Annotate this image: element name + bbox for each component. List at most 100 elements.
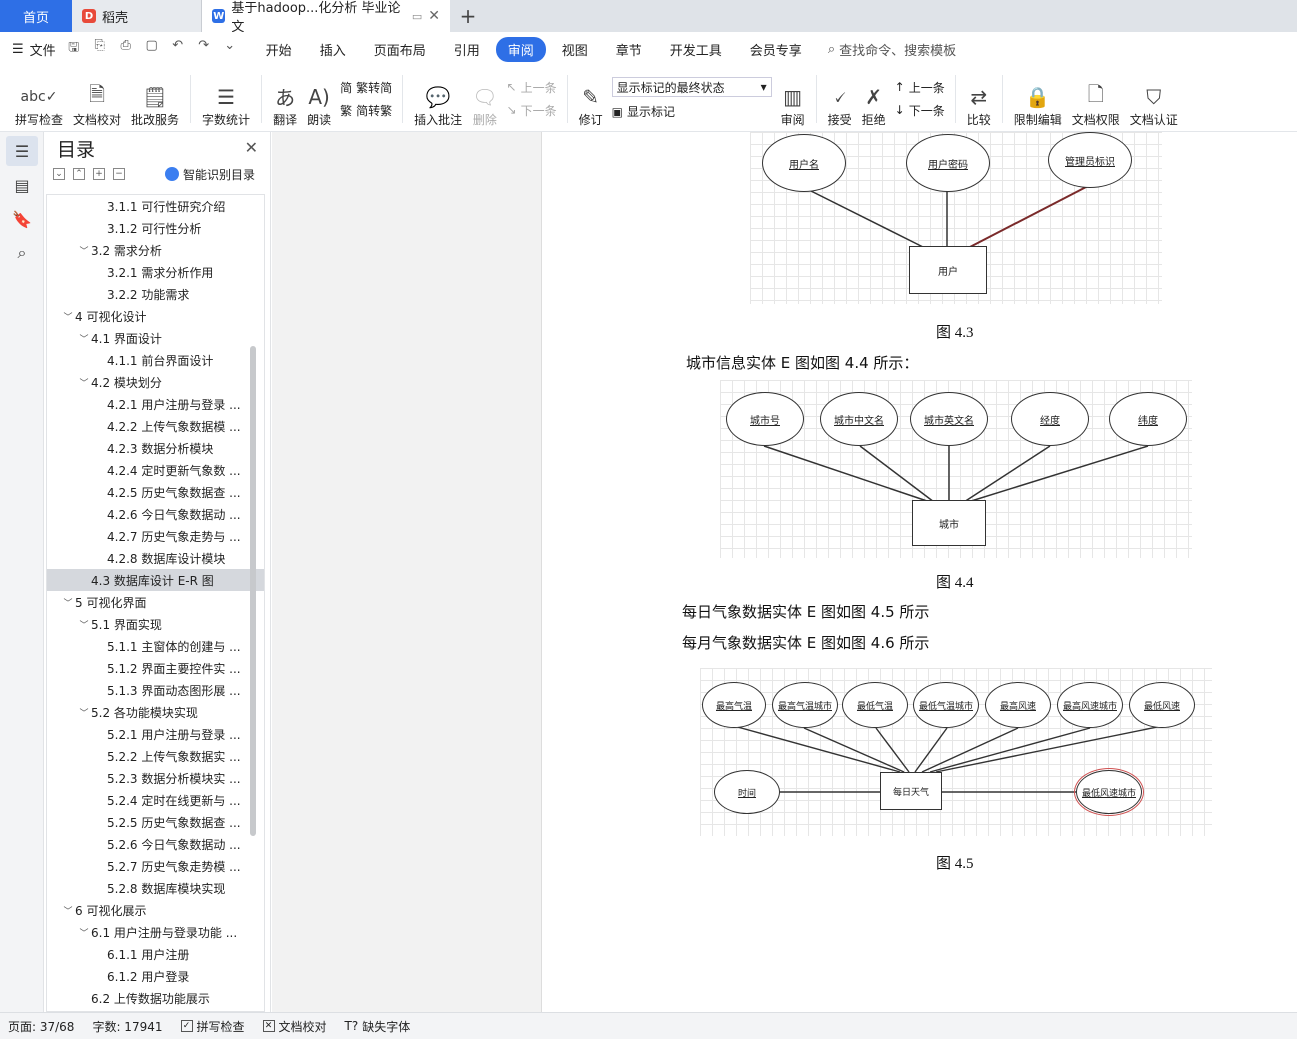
new-tab-button[interactable]: + [459, 4, 477, 28]
toc-item[interactable]: 4.3 数据库设计 E-R 图 [47, 569, 264, 591]
show-markup-button[interactable]: ▣显示标记 [612, 103, 772, 120]
file-menu[interactable]: ☰ 文件 [12, 40, 56, 59]
chevron-down-icon[interactable]: ﹀ [79, 378, 89, 389]
toc-item[interactable]: 3.1.1 可行性研究介绍 [47, 195, 264, 217]
toc-item[interactable]: 5.1.2 界面主要控件实 ... [47, 657, 264, 679]
menu-developer[interactable]: 开发工具 [669, 43, 722, 59]
toc-item[interactable]: 6.2 上传数据功能展示 [47, 987, 264, 1009]
collapse-all-icon[interactable]: ⌃ [73, 168, 85, 180]
bookmark-icon[interactable]: 🔖 [12, 209, 32, 229]
chevron-down-icon[interactable]: ﹀ [63, 312, 73, 323]
toc-item[interactable]: 6.1.2 用户登录 [47, 965, 264, 987]
tab-document[interactable]: W 基于hadoop...化分析 毕业论文 ▭ ✕ [202, 0, 450, 35]
translate-button[interactable]: あ翻译 [268, 70, 302, 128]
prev-change-button[interactable]: ↑上一条 [895, 79, 945, 96]
chevron-down-icon[interactable]: ﹀ [79, 246, 89, 257]
menu-start[interactable]: 开始 [265, 43, 292, 59]
doc-certify-button[interactable]: ⛉文档认证 [1125, 70, 1183, 128]
toc-item[interactable]: 3.1.2 可行性分析 [47, 217, 264, 239]
toc-item[interactable]: ﹀6 可视化展示 [47, 899, 264, 921]
toc-item[interactable]: 4.2.8 数据库设计模块 [47, 547, 264, 569]
toc-item[interactable]: 5.2.4 定时在线更新与 ... [47, 789, 264, 811]
chevron-down-icon[interactable]: ﹀ [63, 906, 73, 917]
word-count-button[interactable]: ☰字数统计 [197, 70, 255, 128]
status-doc-proof[interactable]: ✕文档校对 [262, 1018, 327, 1035]
toc-item[interactable]: 5.1.3 界面动态图形展 ... [47, 679, 264, 701]
save-icon[interactable]: 🖫 [68, 40, 80, 55]
toc-item[interactable]: 5.2.8 数据库模块实现 [47, 877, 264, 899]
expand-all-icon[interactable]: ⌄ [53, 168, 65, 180]
simp-to-trad-button[interactable]: 繁简转繁 [340, 102, 392, 119]
add-level-icon[interactable]: + [93, 168, 105, 180]
toc-item[interactable]: ﹀4.1 界面设计 [47, 327, 264, 349]
search-icon[interactable]: ⌕ [17, 243, 27, 262]
word-count-indicator[interactable]: 字数: 17941 [92, 1019, 163, 1034]
menu-review[interactable]: 审阅 [495, 36, 546, 62]
close-tab-icon[interactable]: ✕ [428, 8, 440, 24]
toc-item[interactable]: ﹀4 可视化设计 [47, 305, 264, 327]
spell-check-button[interactable]: abc✓拼写检查 [10, 70, 68, 128]
toc-item[interactable]: 4.2.2 上传气象数据模 ... [47, 415, 264, 437]
redo-icon[interactable]: ↷ [198, 38, 210, 53]
reject-button[interactable]: ✗拒绝 [857, 70, 891, 128]
read-aloud-button[interactable]: A)朗读 [302, 70, 336, 128]
delete-comment-button[interactable]: 🗨删除 [467, 70, 502, 128]
menu-section[interactable]: 章节 [615, 43, 642, 59]
menu-insert[interactable]: 插入 [319, 43, 346, 59]
menu-member[interactable]: 会员专享 [749, 43, 802, 59]
insert-comment-button[interactable]: 💬插入批注 [409, 70, 467, 128]
batch-service-button[interactable]: 🗒批改服务 [126, 70, 184, 128]
markup-mode-select[interactable]: 显示标记的最终状态▾ [611, 77, 772, 97]
toc-item[interactable]: 4.2.4 定时更新气象数 ... [47, 459, 264, 481]
chevron-down-icon[interactable]: ﹀ [79, 334, 89, 345]
chevron-down-icon[interactable]: ﹀ [79, 708, 89, 719]
revise-button[interactable]: ✎修订 [574, 70, 608, 128]
toc-item[interactable]: 5.2.3 数据分析模块实 ... [47, 767, 264, 789]
toc-item[interactable]: 4.2.1 用户注册与登录 ... [47, 393, 264, 415]
next-change-button[interactable]: ↓下一条 [895, 102, 945, 119]
doc-proof-button[interactable]: 🗎文档校对 [68, 70, 126, 128]
chevron-down-icon[interactable]: ﹀ [63, 598, 73, 609]
doc-permission-button[interactable]: 🗋文档权限 [1067, 70, 1125, 128]
chevron-down-icon[interactable]: ﹀ [79, 928, 89, 939]
status-missing-font[interactable]: T?缺失字体 [345, 1018, 411, 1035]
compare-button[interactable]: ⇄比较 [962, 70, 996, 128]
restrict-edit-button[interactable]: 🔒限制编辑 [1009, 70, 1067, 128]
toc-item[interactable]: 3.2.1 需求分析作用 [47, 261, 264, 283]
toc-scrollbar[interactable] [250, 346, 256, 836]
menu-view[interactable]: 视图 [561, 43, 588, 59]
toc-item[interactable]: 5.2.6 今日气象数据动 ... [47, 833, 264, 855]
status-spell-check[interactable]: ✓拼写检查 [180, 1018, 245, 1035]
smart-toc-button[interactable]: 智能识别目录 [165, 166, 255, 183]
toc-item[interactable]: ﹀3.2 需求分析 [47, 239, 264, 261]
toc-item[interactable]: 4.2.5 历史气象数据查 ... [47, 481, 264, 503]
review-pane-button[interactable]: ▥审阅 [776, 70, 810, 128]
toc-item[interactable]: 3.2.2 功能需求 [47, 283, 264, 305]
float-window-icon[interactable]: ▭ [411, 9, 423, 23]
remove-level-icon[interactable]: − [113, 168, 125, 180]
toc-item[interactable]: 4.2.7 历史气象走势与 ... [47, 525, 264, 547]
toc-item[interactable]: ﹀6.1 用户注册与登录功能 ... [47, 921, 264, 943]
toc-icon[interactable]: ☰ [6, 136, 38, 166]
toc-item[interactable]: 5.2.7 历史气象走势模 ... [47, 855, 264, 877]
toc-item[interactable]: 5.2.5 历史气象数据查 ... [47, 811, 264, 833]
chapter-icon[interactable]: ▤ [14, 175, 30, 195]
toc-item[interactable]: 5.2.1 用户注册与登录 ... [47, 723, 264, 745]
attr-min-wind-city[interactable]: 最低风速城市 [1074, 768, 1144, 816]
next-comment-button[interactable]: ↘下一条 [507, 102, 557, 119]
tab-daoke[interactable]: D 稻壳 [72, 0, 202, 32]
trad-to-simp-button[interactable]: 简繁转简 [340, 79, 392, 96]
close-icon[interactable]: ✕ [244, 138, 258, 157]
prev-comment-button[interactable]: ↖上一条 [507, 79, 557, 96]
print-icon[interactable]: ⎙ [120, 38, 131, 53]
command-search[interactable]: ⌕ 查找命令、搜索模板 [828, 40, 956, 59]
toc-item[interactable]: ﹀5 可视化界面 [47, 591, 264, 613]
print-preview-icon[interactable]: ▢ [145, 38, 158, 53]
undo-icon[interactable]: ↶ [172, 38, 184, 53]
toc-item[interactable]: 5.1.1 主窗体的创建与 ... [47, 635, 264, 657]
toc-item[interactable]: 6.1.1 用户注册 [47, 943, 264, 965]
chevron-down-icon[interactable]: ﹀ [79, 620, 89, 631]
toc-item[interactable]: ﹀4.2 模块划分 [47, 371, 264, 393]
toc-item[interactable]: 4.2.6 今日气象数据动 ... [47, 503, 264, 525]
menu-reference[interactable]: 引用 [453, 43, 480, 59]
